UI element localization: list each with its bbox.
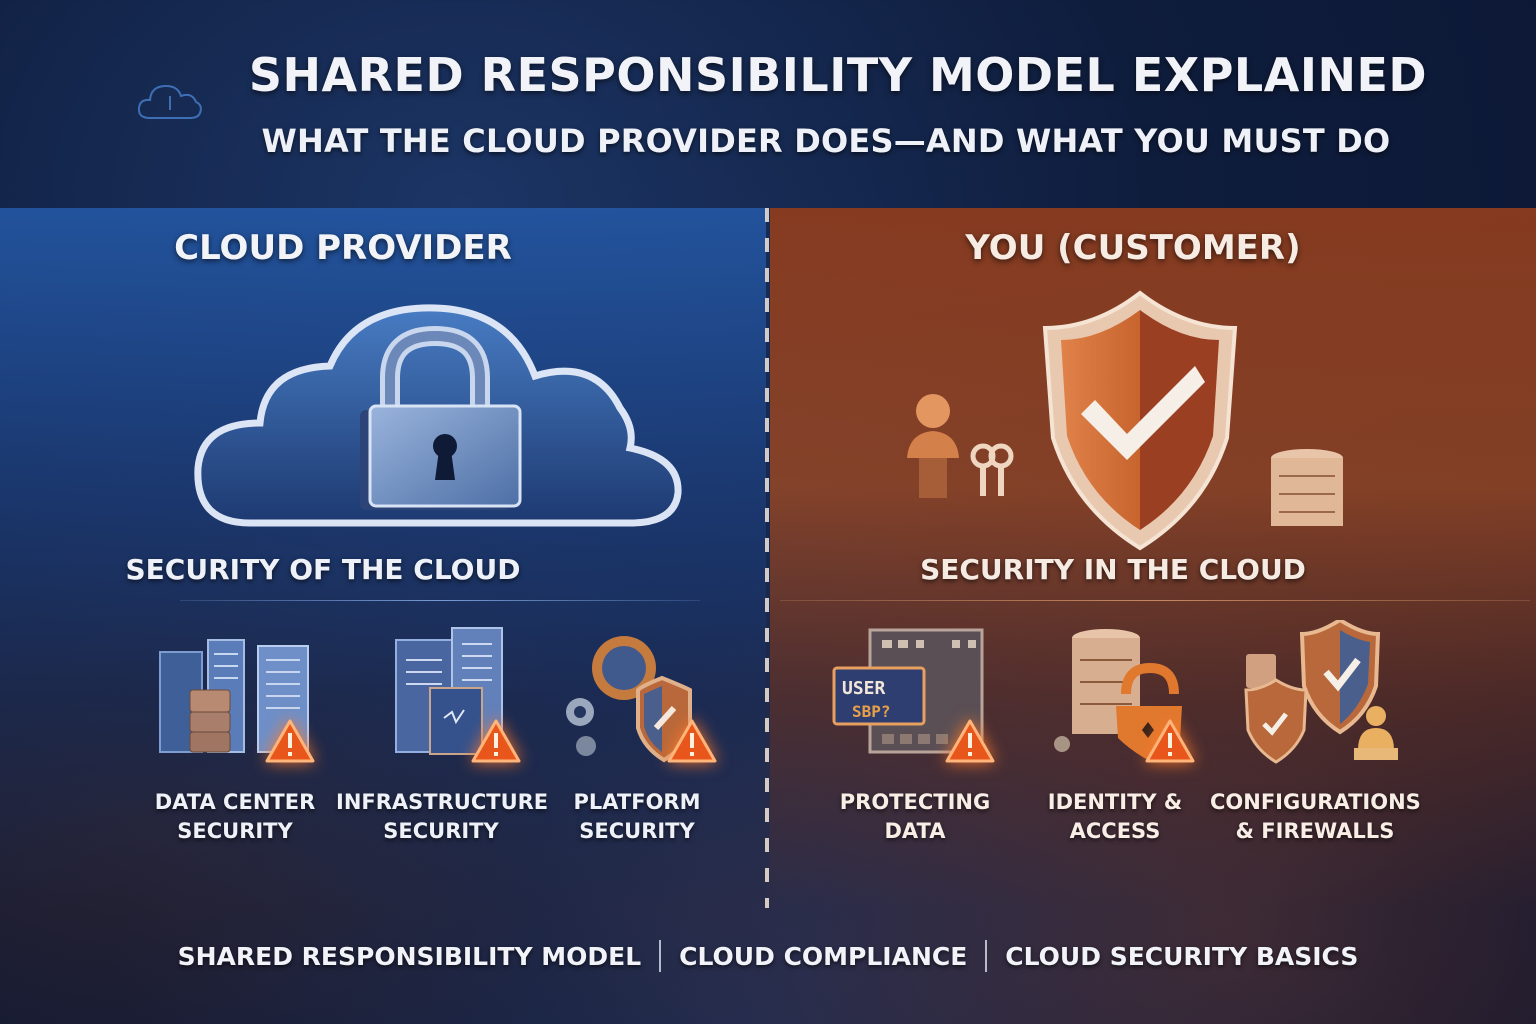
customer-items: USER SBP? PROTECTING DATA — [770, 617, 1536, 850]
warning-icon — [471, 719, 521, 763]
customer-item-label: CONFIGURATIONS & FIREWALLS — [1210, 790, 1421, 843]
provider-items: DATA CENTER SECURITY — [0, 620, 766, 850]
panel-divider — [765, 208, 769, 908]
warning-icon — [265, 719, 315, 763]
customer-section-label: SECURITY IN THE CLOUD — [920, 553, 1306, 586]
page-title: SHARED RESPONSIBILITY MODEL EXPLAINED — [248, 48, 1428, 102]
footer-tags: SHARED RESPONSIBILITY MODEL CLOUD COMPLI… — [0, 940, 1536, 972]
customer-item-label: IDENTITY & ACCESS — [1047, 790, 1183, 843]
provider-item-data-center: DATA CENTER SECURITY — [130, 620, 340, 846]
user-card-text: USER — [842, 678, 886, 699]
provider-item-label: INFRASTRUCTURE SECURITY — [336, 790, 549, 843]
customer-divider — [780, 600, 1530, 601]
customer-title: YOU (CUSTOMER) — [965, 228, 1301, 268]
warning-icon — [1145, 719, 1195, 763]
provider-title: CLOUD PROVIDER — [174, 228, 512, 268]
infrastructure-rack-icon — [395, 627, 503, 755]
customer-item-configurations-firewalls: CONFIGURATIONS & FIREWALLS — [1210, 617, 1421, 846]
footer-tag-shared-responsibility: SHARED RESPONSIBILITY MODEL — [177, 941, 642, 971]
page-subtitle: WHAT THE CLOUD PROVIDER DOES—AND WHAT YO… — [261, 122, 1391, 160]
customer-panel: YOU (CUSTOMER) SECURITY IN THE CLOUD — [770, 208, 1536, 908]
firewall-shields-icon — [1244, 617, 1398, 764]
customer-item-identity-access: IDENTITY & ACCESS — [1010, 620, 1220, 846]
provider-section-label: SECURITY OF THE CLOUD — [125, 553, 521, 586]
footer-tag-cloud-compliance: CLOUD COMPLIANCE — [679, 941, 968, 971]
provider-item-label: PLATFORM SECURITY — [573, 790, 701, 843]
footer-separator — [659, 940, 662, 972]
user-card-code: SBP? — [852, 702, 891, 721]
gear-shield-icon — [566, 636, 692, 763]
provider-item-label: DATA CENTER SECURITY — [154, 790, 316, 843]
cloud-padlock-icon — [194, 304, 682, 527]
warning-icon — [945, 719, 995, 763]
footer-separator — [985, 940, 988, 972]
provider-panel: CLOUD PROVIDER SECURITY OF THE CLOUD — [0, 208, 766, 908]
shield-checkmark-icon — [907, 290, 1343, 551]
provider-item-infrastructure: INFRASTRUCTURE SECURITY — [336, 620, 549, 846]
header: SHARED RESPONSIBILITY MODEL EXPLAINED WH… — [0, 48, 1536, 160]
provider-divider — [180, 600, 700, 601]
warning-icon — [667, 719, 717, 763]
customer-item-label: PROTECTING DATA — [839, 790, 991, 843]
customer-item-protecting-data: USER SBP? PROTECTING DATA — [810, 620, 1020, 846]
decorative-cloud-icon — [137, 84, 202, 119]
footer-tag-cloud-security-basics: CLOUD SECURITY BASICS — [1005, 941, 1359, 971]
provider-item-platform: PLATFORM SECURITY — [532, 620, 742, 846]
